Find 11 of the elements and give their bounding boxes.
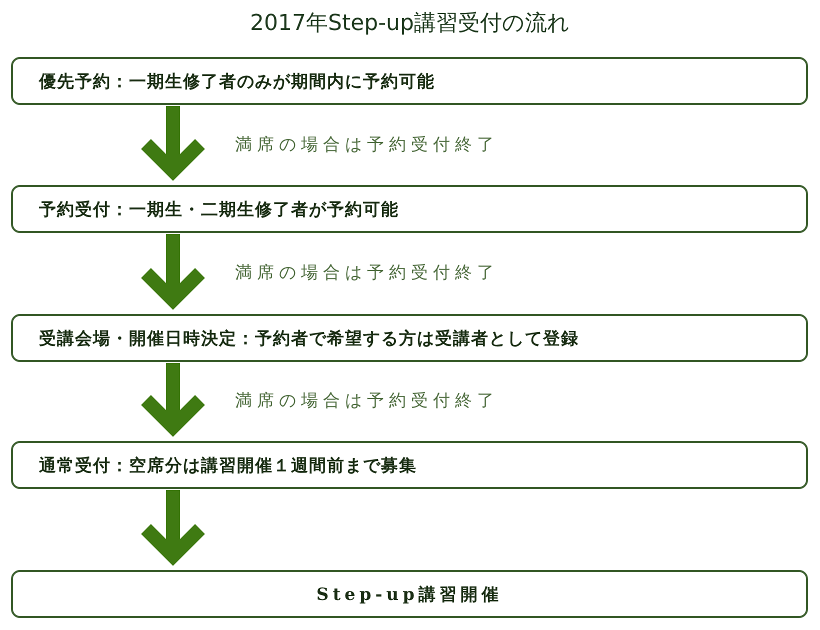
step-text: 予約受付：一期生・二期生修了者が予約可能 [38,198,399,220]
process-box [11,314,808,362]
process-box [11,570,808,618]
title: 2017年Step-up講習受付の流れ [249,10,571,38]
step-text: Step-up講習開催 [315,584,504,606]
step-text: 受講会場・開催日時決定：予約者で希望する方は受講者として登録 [38,328,579,350]
process-box [11,441,808,489]
process-box [11,185,808,233]
step-text: 優先予約：一期生修了者のみが期間内に予約可能 [38,70,435,92]
process-box [11,57,808,105]
step-text: 通常受付：空席分は講習開催１週間前まで募集 [38,454,417,476]
